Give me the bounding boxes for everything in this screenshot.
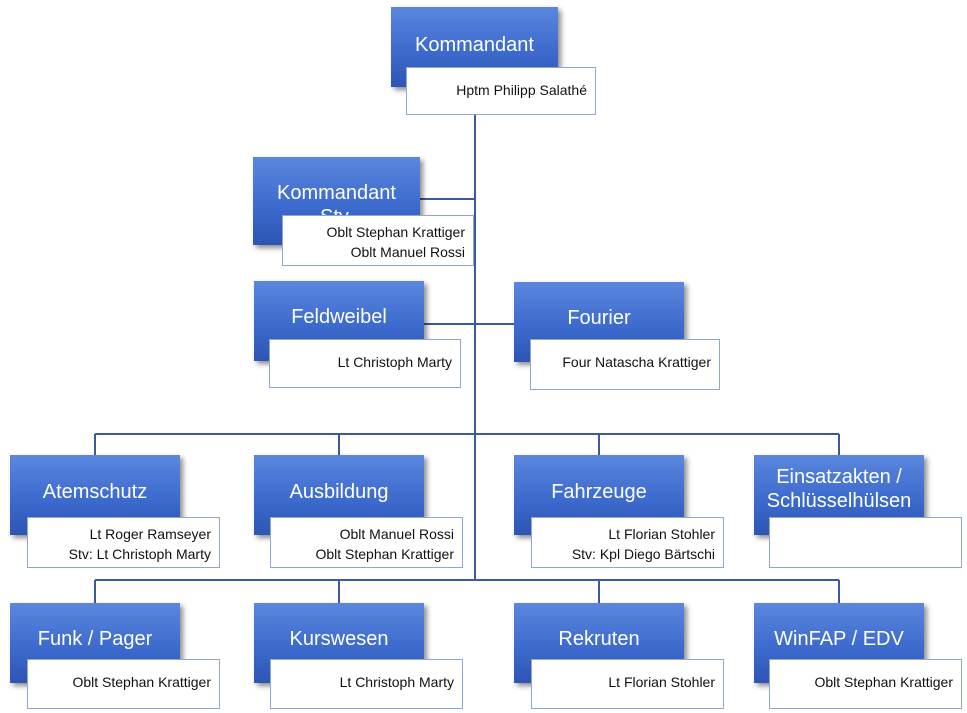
unit-members-feldweibel: Lt Christoph Marty — [269, 339, 461, 388]
unit-members-funk-pager: Oblt Stephan Krattiger — [27, 659, 220, 709]
member-name: Lt Christoph Marty — [337, 354, 452, 370]
unit-title-line: Fahrzeuge — [551, 481, 647, 503]
unit-members-kommandant: Hptm Philipp Salathé — [406, 67, 596, 115]
unit-title-line: Rekruten — [558, 628, 640, 650]
unit-title-line: Einsatzakten / — [776, 466, 902, 488]
member-name: Hptm Philipp Salathé — [456, 82, 587, 98]
unit-members-einsatzakten — [769, 517, 962, 568]
unit-members-kurswesen: Lt Christoph Marty — [270, 659, 463, 709]
unit-title-line: Kurswesen — [289, 628, 389, 650]
member-name: Lt Roger Ramseyer — [89, 526, 211, 542]
member-name: Oblt Stephan Krattiger — [315, 546, 454, 562]
unit-title-line: Feldweibel — [291, 306, 387, 328]
member-name: Lt Florian Stohler — [608, 526, 715, 542]
unit-title-line: WinFAP / EDV — [774, 628, 904, 650]
member-name: Stv: Lt Christoph Marty — [68, 546, 211, 562]
member-name: Oblt Stephan Krattiger — [72, 674, 211, 690]
unit-title-line: Schlüsselhülsen — [766, 490, 912, 512]
member-name: Four Natascha Krattiger — [562, 354, 711, 370]
unit-members-winfap-edv: Oblt Stephan Krattiger — [769, 659, 962, 709]
member-name: Oblt Manuel Rossi — [350, 244, 465, 260]
member-name: Oblt Stephan Krattiger — [326, 224, 465, 240]
member-name: Oblt Manuel Rossi — [339, 526, 454, 542]
unit-members-fourier: Four Natascha Krattiger — [530, 339, 720, 390]
member-name: Stv: Kpl Diego Bärtschi — [571, 546, 715, 562]
unit-title-line: Funk / Pager — [37, 628, 153, 650]
unit-title-line: Fourier — [567, 307, 631, 329]
unit-title-line: Kommandant — [415, 34, 534, 56]
unit-title-line: Ausbildung — [289, 481, 389, 503]
unit-title-line: Atemschutz — [42, 481, 148, 503]
member-name: Lt Christoph Marty — [339, 674, 454, 690]
member-name: Lt Florian Stohler — [608, 674, 715, 690]
unit-members-rekruten: Lt Florian Stohler — [531, 659, 724, 709]
member-name: Oblt Stephan Krattiger — [814, 674, 953, 690]
